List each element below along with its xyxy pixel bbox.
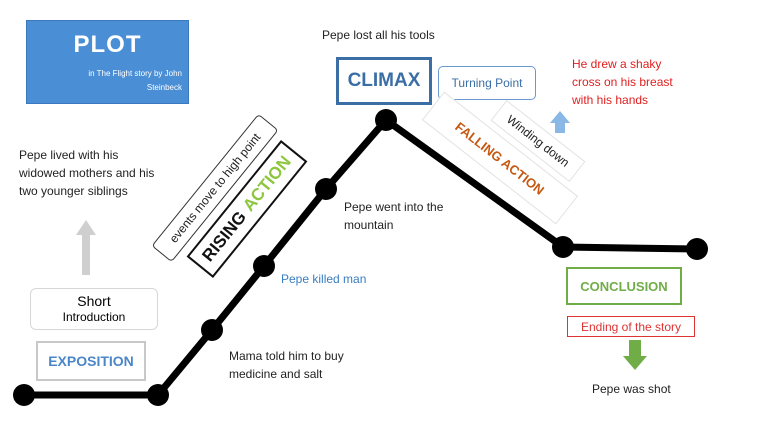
turning-point-box: Turning Point (438, 66, 536, 100)
conclusion-note: Pepe was shot (592, 382, 671, 396)
rising-point-1-text: Mama told him to buy medicine and salt (229, 349, 344, 381)
plot-point-start (13, 384, 35, 406)
rising-point-3-text: Pepe went into the mountain (344, 200, 444, 232)
title-text: PLOT (73, 31, 142, 58)
plot-point-rising-3 (315, 178, 337, 200)
plot-line (24, 116, 698, 399)
plot-point-climax (375, 109, 397, 131)
title-box: PLOT in The Flight story by John Steinbe… (26, 20, 189, 104)
climax-label: CLIMAX (336, 57, 432, 105)
plot-point-falling-end (552, 236, 574, 258)
plot-point-rising-1 (201, 319, 223, 341)
intro-line-1: Short (77, 293, 111, 309)
climax-note: Pepe lost all his tools (322, 28, 435, 42)
rising-point-2-text: Pepe killed man (281, 272, 367, 286)
plot-point-rising-2 (253, 255, 275, 277)
subtitle-text: in The Flight story by John Steinbeck (88, 69, 182, 92)
short-introduction-box: Short Introduction (30, 288, 158, 330)
up-arrow-icon (76, 220, 96, 275)
up-arrow-icon (550, 111, 570, 133)
ending-box: Ending of the story (567, 316, 695, 337)
conclusion-label: CONCLUSION (566, 267, 682, 305)
exposition-label: EXPOSITION (36, 341, 146, 381)
down-arrow-icon (623, 340, 647, 370)
intro-line-2: Introduction (62, 310, 126, 324)
plot-point-exposition-end (147, 384, 169, 406)
plot-point-end (686, 238, 708, 260)
exposition-note: Pepe lived with his widowed mothers and … (19, 148, 155, 198)
falling-note: He drew a shaky cross on his breast with… (572, 57, 673, 107)
